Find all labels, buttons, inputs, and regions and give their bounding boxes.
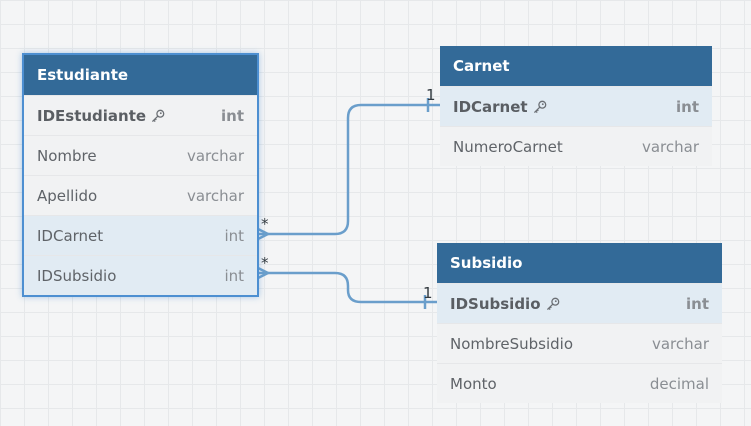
crows-foot-subsidio	[257, 266, 271, 280]
field-name: NumeroCarnet	[453, 137, 563, 156]
connector-estudiante-carnet[interactable]	[258, 103, 440, 236]
field-row[interactable]: IDEstudiante int	[24, 95, 257, 135]
table-header[interactable]: Subsidio	[437, 243, 722, 283]
field-name: NombreSubsidio	[450, 334, 573, 353]
field-type: int	[686, 294, 709, 313]
field-type: varchar	[186, 146, 244, 165]
field-type: int	[676, 97, 699, 116]
key-icon	[546, 297, 559, 310]
connector-estudiante-subsidio[interactable]	[258, 271, 437, 304]
field-type: decimal	[649, 374, 709, 393]
field-row[interactable]: IDSubsidio int	[24, 255, 257, 295]
crows-foot-carnet	[257, 227, 271, 241]
table-subsidio[interactable]: Subsidio IDSubsidio int NombreSubsidio v…	[437, 243, 722, 403]
table-header[interactable]: Carnet	[440, 46, 712, 86]
field-row[interactable]: NumeroCarnet varchar	[440, 126, 712, 166]
field-row[interactable]: Monto decimal	[437, 363, 722, 403]
field-name: IDSubsidio	[450, 294, 541, 313]
table-carnet[interactable]: Carnet IDCarnet int NumeroCarnet varchar	[440, 46, 712, 166]
field-name: IDCarnet	[453, 97, 528, 116]
field-row[interactable]: IDCarnet int	[24, 215, 257, 255]
table-estudiante[interactable]: Estudiante IDEstudiante int Nombre varch…	[22, 53, 259, 297]
field-name: IDCarnet	[37, 226, 104, 245]
field-type: int	[224, 226, 244, 245]
field-name: Monto	[450, 374, 497, 393]
field-name: IDSubsidio	[37, 266, 117, 285]
key-icon	[152, 109, 165, 122]
field-row[interactable]: IDSubsidio int	[437, 283, 722, 323]
field-row[interactable]: IDCarnet int	[440, 86, 712, 126]
field-row[interactable]: Nombre varchar	[24, 135, 257, 175]
field-name: Nombre	[37, 146, 97, 165]
field-name: IDEstudiante	[37, 106, 147, 125]
field-type: varchar	[641, 137, 699, 156]
field-name: Apellido	[37, 186, 98, 205]
field-type: int	[224, 266, 244, 285]
field-type: varchar	[651, 334, 709, 353]
cardinality-many-subsidio: *	[261, 254, 269, 272]
cardinality-one-subsidio: 1	[423, 284, 433, 302]
cardinality-many-carnet: *	[261, 215, 269, 233]
table-header[interactable]: Estudiante	[24, 55, 257, 95]
field-row[interactable]: NombreSubsidio varchar	[437, 323, 722, 363]
field-type: int	[221, 106, 244, 125]
field-type: varchar	[186, 186, 244, 205]
cardinality-one-carnet: 1	[426, 86, 436, 104]
key-icon	[533, 100, 546, 113]
field-row[interactable]: Apellido varchar	[24, 175, 257, 215]
